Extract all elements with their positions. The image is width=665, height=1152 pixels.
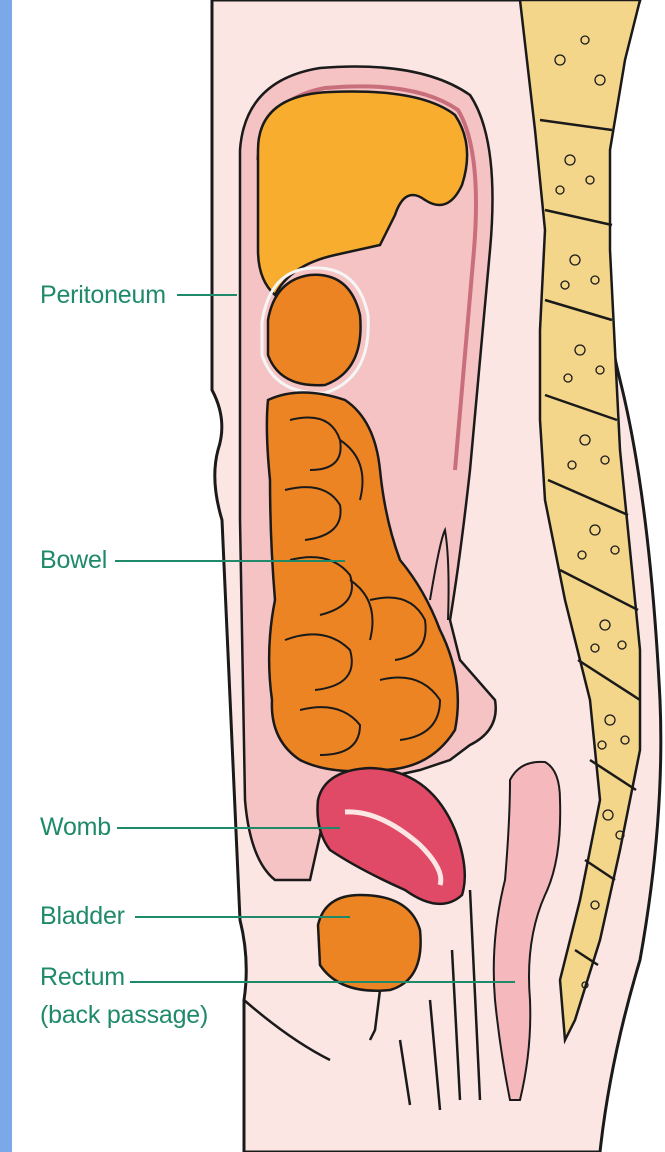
bowel-leader (115, 560, 345, 562)
bladder-leader (135, 916, 350, 918)
womb-leader (117, 827, 340, 829)
peritoneum-leader (177, 294, 237, 296)
bladder (318, 895, 421, 991)
rectum-sublabel: (back passage) (40, 1000, 208, 1030)
bladder-label: Bladder (40, 901, 125, 931)
peritoneum-label: Peritoneum (40, 280, 166, 310)
stomach (268, 275, 361, 385)
bowel-label: Bowel (40, 545, 107, 575)
womb-label: Womb (40, 812, 111, 842)
rectum-leader (130, 981, 515, 983)
rectum-label: Rectum (40, 962, 125, 992)
